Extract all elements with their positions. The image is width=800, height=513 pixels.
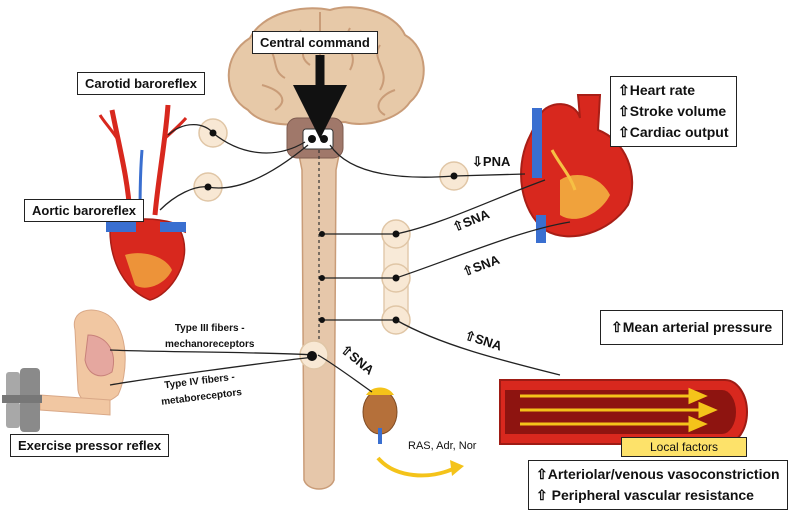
- type3-fibers-label: Type III fibers - mechanoreceptors: [165, 322, 254, 351]
- small-heart: [106, 218, 187, 301]
- type3-line1: Type III fibers -: [174, 323, 245, 334]
- exercise-pressor-reflex-box: Exercise pressor reflex: [10, 434, 170, 457]
- carotid-baroreflex-box: Carotid baroreflex: [77, 72, 205, 95]
- aortic-baroreflex-box: Aortic baroreflex: [24, 199, 145, 222]
- hormones-label: RAS, Adr, Nor: [408, 440, 477, 452]
- local-factors-box: Local factors: [621, 437, 748, 457]
- cardiac-output-label: ⇧Cardiac output: [618, 124, 729, 140]
- central-command-box: Central command: [252, 31, 378, 54]
- nerve-nodes: [204, 129, 458, 361]
- type3-line2: mechanoreceptors: [165, 339, 255, 350]
- brain-illustration: [227, 6, 425, 126]
- pna-label: ⇩PNA: [472, 154, 511, 169]
- vasoconstriction-label: ⇧Arteriolar/venous vasoconstriction: [536, 466, 780, 482]
- nerve-lines: [109, 123, 571, 393]
- hormone-arrow: [376, 456, 456, 478]
- cardiac-output-box: ⇧Heart rate ⇧Stroke volume ⇧Cardiac outp…: [610, 76, 737, 147]
- blood-vessel: [499, 379, 748, 445]
- stroke-volume-label: ⇧Stroke volume: [618, 103, 727, 119]
- kidney-adrenal: [362, 387, 398, 444]
- heart-rate-label: ⇧Heart rate: [618, 82, 696, 98]
- peripheral-resistance-label: ⇧ Peripheral vascular resistance: [536, 487, 754, 503]
- mean-arterial-pressure-box: ⇧Mean arterial pressure: [600, 310, 784, 345]
- heart-illustration: [520, 94, 634, 243]
- vascular-response-box: ⇧Arteriolar/venous vasoconstriction ⇧ Pe…: [528, 460, 788, 510]
- arm-dumbbell: [2, 309, 126, 432]
